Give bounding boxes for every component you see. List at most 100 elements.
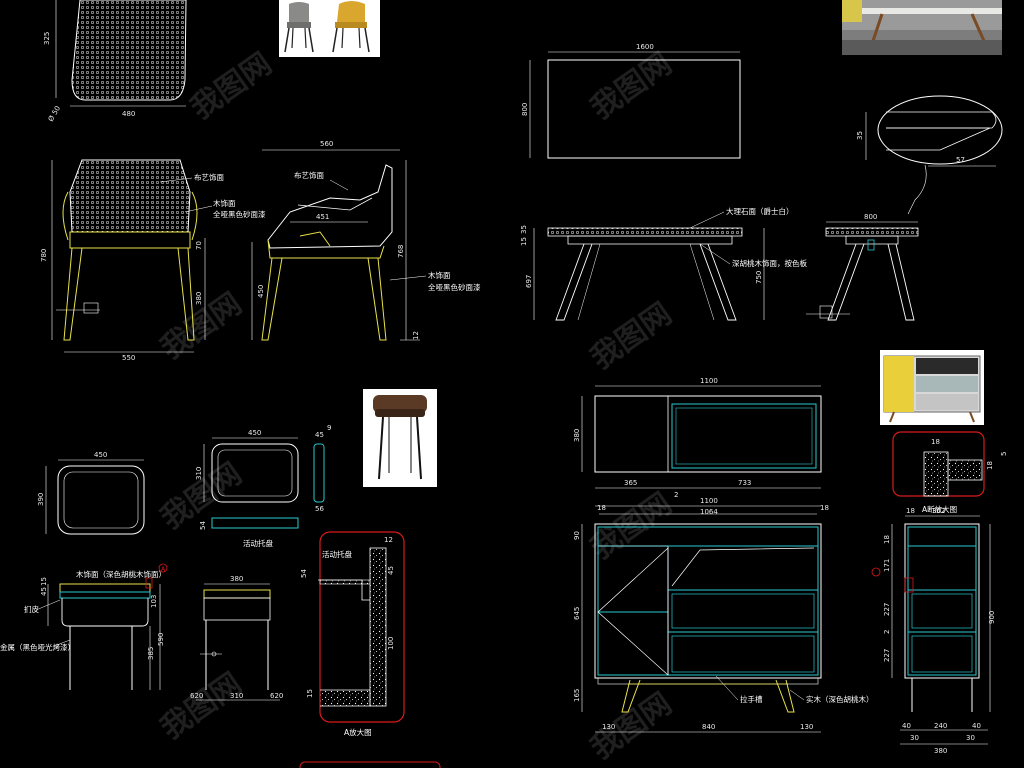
stool-front-view-b: 380 620 310 620 <box>190 575 283 701</box>
note-table-marble: 大理石面（爵士白） <box>726 206 794 216</box>
dim-cabinet-130a: 130 <box>602 723 615 731</box>
dim-stool-detail-54: 54 <box>300 569 308 578</box>
note-cabinet-walnut: 实木（深色胡桃木） <box>806 694 874 704</box>
dim-stool-top-width: 450 <box>94 451 107 459</box>
dim-cabinet-130b: 130 <box>800 723 813 731</box>
cabinet-front-view: 1100 1064 18 18 90 645 165 130 840 130 拉… <box>573 497 874 733</box>
dim-stool-b-620b: 620 <box>270 692 283 700</box>
dim-cabinet-detail-5: 5 <box>1000 452 1008 456</box>
dim-table-750: 750 <box>755 271 763 284</box>
note-chair-wood: 木饰面 <box>213 198 236 208</box>
dim-chair-top-height: 325 <box>43 32 51 45</box>
cabinet-top-view: 1100 380 365 2 733 <box>573 377 822 499</box>
dim-cabinet-side-40b: 40 <box>972 722 981 730</box>
dim-stool-tray-54: 54 <box>199 521 207 530</box>
note-table-walnut: 深胡桃木饰面，按色板 <box>732 258 807 268</box>
dim-chair-phi: Ø 50 <box>47 105 62 123</box>
note-chair-paint: 全哑黑色砂面漆 <box>213 209 266 219</box>
stool-top-view: 450 390 <box>37 451 145 535</box>
watermark: 我图网 <box>155 666 249 746</box>
dim-table-side-width: 800 <box>864 213 877 221</box>
watermark: 我图网 <box>585 46 679 126</box>
table-side-view: 800 <box>806 213 919 321</box>
dim-cabinet-733: 733 <box>738 479 751 487</box>
dim-stool-front-45: 45 <box>40 587 48 596</box>
dim-cabinet-side-40a: 40 <box>902 722 911 730</box>
dim-table-detail-57: 57 <box>956 156 965 164</box>
stool-detail-a: 活动托盘 54 12 45 100 15 A放大图 <box>300 531 405 737</box>
dim-stool-tray-310: 310 <box>195 467 203 480</box>
dim-cabinet-90: 90 <box>573 531 581 540</box>
dim-cabinet-side-2: 2 <box>883 630 891 634</box>
dim-cabinet-840: 840 <box>702 723 715 731</box>
dim-cabinet-645: 645 <box>573 607 581 620</box>
dim-cabinet-18a: 18 <box>597 504 606 512</box>
watermark: 我图网 <box>585 296 679 376</box>
dim-stool-edge-45: 45 <box>315 431 324 439</box>
chair-front-view: 550 780 70 380 <box>40 159 206 362</box>
dim-stool-detail-100: 100 <box>387 637 395 650</box>
dim-cabinet-top-width: 1100 <box>700 377 718 385</box>
dim-cabinet-top-height: 380 <box>573 429 581 442</box>
dim-cabinet-side-380: 380 <box>934 747 947 755</box>
dim-cabinet-side-18b: 18 <box>883 535 891 544</box>
note-cabinet-handle: 拉手槽 <box>740 694 763 704</box>
dim-table-detail-35: 35 <box>856 131 864 140</box>
dim-stool-detail-15: 15 <box>306 689 314 698</box>
stool-tray-top: 450 310 54 活动托盘 45 9 56 <box>195 424 331 548</box>
dim-stool-tray-width: 450 <box>248 429 261 437</box>
note-chair-fabric-2: 布艺饰面 <box>294 170 324 180</box>
dim-stool-detail-12: 12 <box>384 536 393 544</box>
cabinet-side-view: 362 18 18 171 227 2 227 900 40 240 40 30… <box>871 507 996 755</box>
dim-cabinet-side-362: 362 <box>932 507 945 515</box>
dim-stool-b-310: 310 <box>230 692 243 700</box>
note-chair-wood-2: 木饰面 <box>428 270 451 280</box>
dim-table-top-width: 1600 <box>636 43 654 51</box>
note-stool-leather: 扪皮 <box>24 604 39 614</box>
dim-cabinet-side-18a: 18 <box>906 507 915 515</box>
label-stool-tray: 活动托盘 <box>243 538 273 548</box>
cabinet-detail-a: 18 18 5 A断放大图 <box>892 431 1008 514</box>
title-stool-detail: A放大图 <box>344 727 372 737</box>
dim-stool-top-height: 390 <box>37 493 45 506</box>
dim-chair-768: 768 <box>397 245 405 258</box>
dim-cabinet-detail-18b: 18 <box>986 461 994 470</box>
watermark: 我图网 <box>585 486 679 566</box>
dim-chair-380: 380 <box>195 292 203 305</box>
note-stool-wood: 木饰面（深色胡桃木饰面） <box>76 569 166 579</box>
chair-annotations: 布艺饰面 木饰面 全哑黑色砂面漆 布艺饰面 木饰面 全哑黑色砂面漆 <box>159 170 481 292</box>
dim-table-697: 697 <box>525 275 533 288</box>
stool-front-view-a: A 45 15 103 590 385 木饰面（深色胡桃木饰面） 扪皮 金属（黑… <box>0 563 168 690</box>
dim-cabinet-165: 165 <box>573 689 581 702</box>
dim-stool-front-590: 590 <box>157 633 165 646</box>
dim-chair-front-width: 550 <box>122 354 135 362</box>
marker-a: A <box>161 566 166 573</box>
note-chair-paint-2: 全哑黑色砂面漆 <box>428 282 481 292</box>
note-stool-metal: 金属（黑色哑光烤漆） <box>0 642 75 652</box>
dim-cabinet-18b: 18 <box>820 504 829 512</box>
dim-cabinet-365: 365 <box>624 479 637 487</box>
dim-chair-450: 450 <box>257 285 265 298</box>
label-stool-detail: 活动托盘 <box>322 549 352 559</box>
title-cabinet-detail: A断放大图 <box>922 504 957 514</box>
dim-chair-70: 70 <box>195 241 203 250</box>
dim-cabinet-detail-18: 18 <box>931 438 940 446</box>
dim-cabinet-side-227b: 227 <box>883 649 891 662</box>
dim-cabinet-1064: 1064 <box>700 508 718 516</box>
dim-stool-b-380: 380 <box>230 575 243 583</box>
dim-stool-front-385: 385 <box>147 647 155 660</box>
dim-cabinet-side-227a: 227 <box>883 603 891 616</box>
dim-chair-451: 451 <box>316 213 329 221</box>
cabinet-photo <box>880 350 984 425</box>
table-edge-detail: 35 57 <box>856 95 1003 215</box>
chair-photo <box>279 0 380 57</box>
chair-side-view: 560 451 450 768 12 <box>251 140 420 341</box>
dim-cabinet-side-240: 240 <box>934 722 947 730</box>
dim-stool-edge-56: 56 <box>315 505 324 513</box>
dim-stool-front-103: 103 <box>150 595 158 608</box>
dim-chair-front-height: 780 <box>40 249 48 262</box>
dim-chair-top-width: 480 <box>122 110 135 118</box>
dim-stool-front-15: 15 <box>40 577 48 586</box>
dim-cabinet-front-width: 1100 <box>700 497 718 505</box>
